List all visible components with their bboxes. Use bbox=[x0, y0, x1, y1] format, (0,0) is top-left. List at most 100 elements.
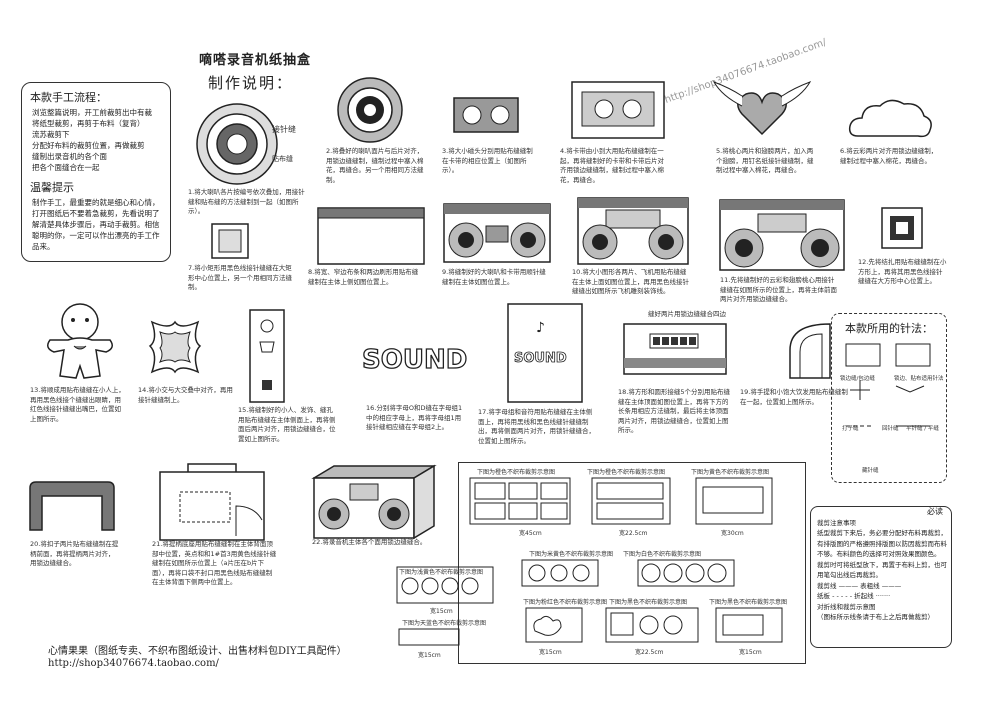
notes-line: 裁剪注意事项 bbox=[817, 518, 856, 527]
step-12-caption: 12.先将结扎用贴布缝缝制在小方形上，再将其用黑色线接针缝缝在大方形中心位置上。 bbox=[858, 258, 947, 285]
side-sound-figure: SOUND ♪ bbox=[507, 303, 583, 403]
step-7-caption: 7.将小矩形用黑色线接针缝缝在大矩形中心位置上，另一个用相同方法缝制。 bbox=[188, 264, 292, 291]
body-front-figure bbox=[719, 199, 845, 271]
intro-step: 流苏裁剪下 bbox=[32, 130, 70, 139]
step-13-caption: 13.将顺成用贴布缝缝在小人上，再用黑色线接个缝缝出眼睛，用红色线接针缝缝出嘴巴… bbox=[30, 386, 125, 423]
step-20-caption: 20.将扣子两片贴布缝缝制在提柄前面，再将提柄两片对齐，用锁边缝缝合。 bbox=[30, 540, 119, 567]
intro-box: 本款手工流程： 浏览整篇说明，开工前裁剪出中有裁 将纸型裁剪，再剪于布料（复背）… bbox=[21, 82, 171, 262]
step-14-caption: 14.将小交与大交叠中对齐，再用接针缝缝制上。 bbox=[138, 386, 233, 404]
notes-line: 纸型裁剪下来后，务必要分配好布料再裁剪，有排版图的严格遵照排版图以防因裁剪而布料… bbox=[817, 529, 947, 558]
notes-line: （图标所示线条请于布上之后再做裁剪） bbox=[817, 613, 934, 621]
intro-step: 缝制出录音机的各个面 bbox=[32, 152, 107, 161]
page-subtitle: 制作说明： bbox=[208, 74, 294, 92]
cassette-figure bbox=[571, 81, 665, 139]
step-11-caption: 11.先将缝制好的云彩和翅膀桃心用接针缝缝在如图所示的位置上，再将主体前面两片对… bbox=[720, 276, 837, 303]
cassette-head-figure bbox=[453, 97, 519, 133]
rectangle-figure bbox=[211, 223, 249, 259]
step-18-caption: 18.将方形和圆形接缝5个分别用贴布缝缝在主体顶面如图位置上，再将下方的长条用相… bbox=[618, 388, 730, 434]
pattern-diagram bbox=[521, 559, 599, 587]
sound-letters-figure: SOUND bbox=[361, 344, 468, 375]
intro-step: 浏览整篇说明，开工前裁剪出中有裁 bbox=[32, 108, 152, 117]
step-15-caption: 15.将缝制好的小人、发饰、缝孔用贴布缝缝在主体侧面上，再将侧面后两片对齐，用锁… bbox=[238, 406, 336, 443]
top-panel-figure bbox=[623, 323, 727, 375]
footer-url[interactable]: http://shop34076674.taobao.com/ bbox=[48, 658, 219, 669]
svg-text:♪: ♪ bbox=[536, 320, 545, 336]
pattern-diagram bbox=[695, 477, 773, 525]
pattern-dim: 宽30cm bbox=[721, 530, 744, 537]
step-16-caption: 16.分别将字母O和D缝在字母组1中的相应字母上，再将字母组1用接针缝相应缝在字… bbox=[366, 404, 463, 431]
stitch-label: 回针缝 bbox=[882, 426, 899, 432]
footer-shop-name: 心情果果（图纸专卖、不织布图纸设计、出售材料包DIY工具配件） bbox=[48, 646, 347, 657]
stitch-label: 藏针缝 bbox=[862, 468, 879, 474]
intro-step: 把各个面缝合在一起 bbox=[32, 163, 100, 172]
pattern-caption: 下图为橙色不织布裁剪示意图 bbox=[587, 469, 666, 476]
notes-line: 对折线和裁剪示意图 bbox=[817, 602, 876, 611]
label-tail: 贴布缝 bbox=[272, 155, 293, 163]
intro-heading: 本款手工流程： bbox=[30, 91, 107, 104]
speaker-figure bbox=[337, 77, 403, 143]
step-9-caption: 9.将缝制好的大喇叭和卡带用顺针缝缝制在主体如图位置上。 bbox=[442, 268, 546, 286]
pattern-diagram bbox=[525, 607, 583, 643]
pattern-caption: 下图为橙色不织布裁剪示意图 bbox=[477, 469, 556, 476]
pattern-dim: 宽22.5cm bbox=[635, 649, 664, 656]
tip-heading: 温馨提示 bbox=[30, 181, 74, 194]
step-10-caption: 10.将大小图形各两片、飞机用贴布缝缝在主体上面如图位置上，再用黑色线接针缝缝出… bbox=[572, 268, 689, 295]
pattern-layout-box: 下图为橙色不织布裁剪示意图 宽45cm 下图为橙色不织布裁剪示意图 宽22.5c… bbox=[399, 462, 806, 664]
bow-figure bbox=[148, 320, 202, 374]
stitch-legend: 本款所用的针法： 锁边缝/包边缝 锁边、贴布适用针法 打子缝 回针缝 平针缝 /… bbox=[831, 313, 947, 483]
pattern-diagram bbox=[396, 566, 494, 604]
pattern-caption: 下图为白色不织布裁剪示意图 bbox=[623, 551, 702, 558]
pattern-caption: 下图为天蓝色不织布裁剪示意图 bbox=[402, 620, 487, 627]
page-title: 嘀嗒录音机纸抽盒 bbox=[199, 53, 312, 68]
step-19-caption: 19.将手提和小饱大饮发用贴布缝缝制在一起，位置如上图所示。 bbox=[740, 388, 848, 406]
finished-recorder-figure bbox=[311, 464, 437, 540]
stitch-diagrams bbox=[845, 343, 931, 427]
svg-text:SOUND: SOUND bbox=[362, 345, 467, 375]
notes-line: 裁剪时可将纸型放下，再置于布料上剪，也可用笔勾出线后再裁剪。 bbox=[817, 560, 947, 580]
step-2-caption: 2.将叠好的喇叭面片与后片对齐，用锁边缝缝制，缝制过程中塞入棉花，再缝合。另一个… bbox=[326, 147, 424, 184]
step-18-note: 缝好两片用锁边缝缝合四边 bbox=[648, 310, 726, 318]
speaker-figure bbox=[196, 103, 278, 185]
pattern-caption: 下图为黄色不织布裁剪示意图 bbox=[691, 469, 770, 476]
notes-line: 裁剪线 ——— 表粗线 ——— bbox=[817, 581, 902, 590]
carry-handle-figure bbox=[29, 481, 115, 531]
step-3-caption: 3.将大小磁头分别用贴布缝缝制在卡带的相应位置上（如图所示）。 bbox=[442, 147, 533, 174]
svg-text:SOUND: SOUND bbox=[514, 351, 567, 366]
pattern-caption: 下图为黑色不织布裁剪示意图 bbox=[709, 599, 788, 606]
step-22-caption: 22.将录音机主体各个面用锁边缝缝合。 bbox=[312, 538, 427, 546]
body-speakers-figure bbox=[443, 203, 551, 263]
pattern-dim: 宽45cm bbox=[519, 530, 542, 537]
pattern-caption: 下图为粉红色不织布裁剪示意图 bbox=[523, 599, 608, 606]
pattern-diagram bbox=[637, 559, 735, 587]
square-figure bbox=[881, 207, 923, 249]
body-figure bbox=[317, 207, 425, 265]
intro-step: 将纸型裁剪，再剪于布料（复背） bbox=[32, 119, 145, 128]
stitch-label: 锁边缝/包边缝 bbox=[840, 376, 875, 382]
stitch-label: 锁边、贴布适用针法 bbox=[894, 376, 944, 382]
tip-text: 制作手工，最重要的就是细心和心情，打开图纸后不要着急裁剪，先看说明了解清楚具体步… bbox=[32, 198, 160, 251]
stitch-label: 平针缝 / 平缝 bbox=[906, 426, 939, 432]
pattern-caption: 下图为浅黄色不织布裁剪示意图 bbox=[399, 569, 484, 576]
step-8-caption: 8.将宽、窄边布条和两边刷形用贴布缝缝制在主体上侧如图位置上。 bbox=[308, 268, 419, 286]
notes-line: 纸板 - - - - - 折起线 ······· bbox=[817, 592, 891, 600]
stitch-heading: 本款所用的针法： bbox=[845, 322, 933, 335]
step-1-caption: 1.将大喇叭各片按编号依次叠加，用接针缝和贴布缝的方法缝制到一起（如图所示）。 bbox=[188, 188, 305, 215]
notes-heading: 必读 bbox=[927, 507, 943, 516]
label-stitch: 接针缝 bbox=[272, 125, 296, 134]
pattern-diagram bbox=[398, 628, 460, 646]
doll-figure bbox=[47, 303, 113, 379]
pattern-dim: 宽15cm bbox=[539, 649, 562, 656]
heart-wings-figure bbox=[712, 81, 812, 136]
step-21-caption: 21.将提柄底座用贴布缝缝制在主体背面顶部中位置，英点和和1#首3用黄色线接针缝… bbox=[152, 540, 277, 586]
step-17-caption: 17.将字母组和音符用贴布缝缝在主体侧面上，再将用黑线和黑色线缝针缝缝制出，再将… bbox=[478, 408, 595, 445]
pattern-diagram bbox=[605, 607, 699, 643]
side-panel-figure bbox=[249, 309, 285, 403]
pattern-dim: 宽15cm bbox=[418, 652, 441, 659]
stitch-label: 打子缝 bbox=[842, 426, 859, 432]
pattern-dim: 宽15cm bbox=[739, 649, 762, 656]
pattern-caption: 下图为黑色不织布裁剪示意图 bbox=[609, 599, 688, 606]
pattern-caption: 下图为米黄色不织布裁剪示意图 bbox=[529, 551, 614, 558]
pattern-diagram bbox=[469, 477, 571, 525]
pattern-dim: 宽15cm bbox=[430, 608, 453, 615]
step-5-caption: 5.将桃心两片和翅膀两片，加入两个翅膀，用钉名纸接针缝缝制，缝制过程中塞入棉花，… bbox=[716, 147, 814, 174]
